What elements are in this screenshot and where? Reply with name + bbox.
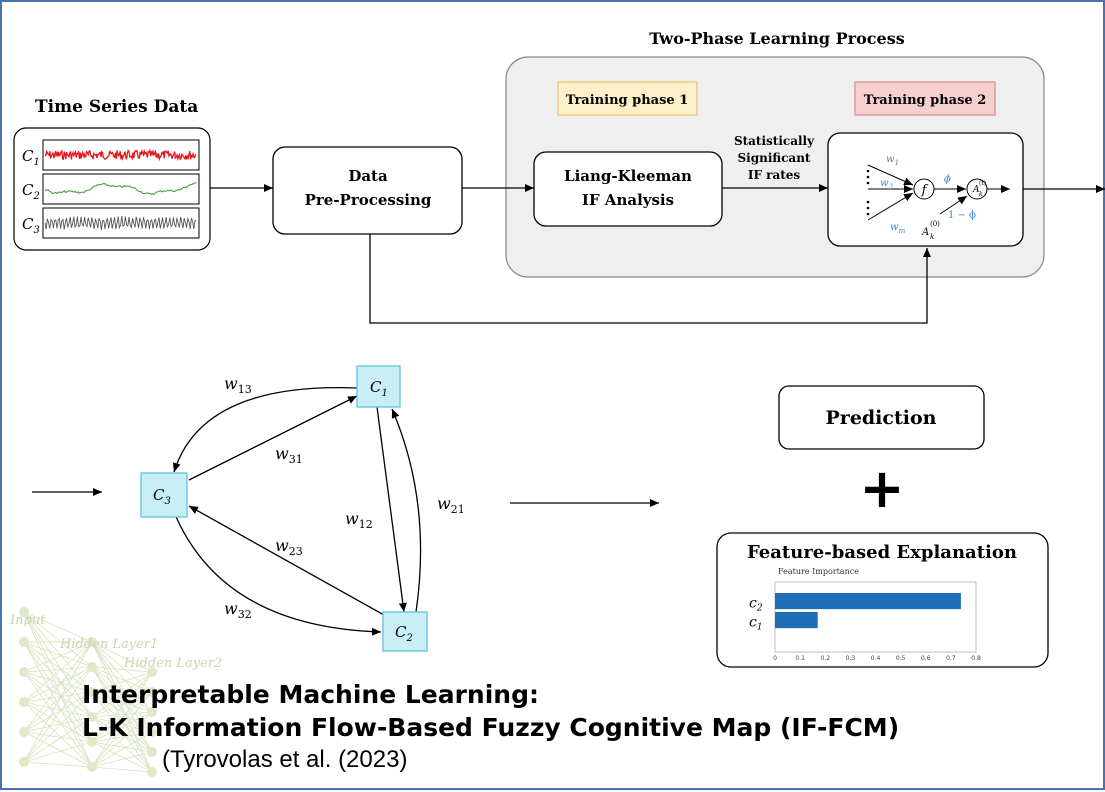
fcm-node-c3: [140, 472, 188, 518]
stat-line3: IF rates: [748, 168, 801, 182]
x-tick-label: 0.2: [820, 655, 830, 662]
activation-f: f: [921, 183, 929, 198]
preprocessing-line2: Pre-Processing: [305, 191, 432, 209]
weight-w23: w23: [275, 536, 303, 558]
edge-w21: [391, 408, 422, 613]
svg-text:w2: w2: [880, 178, 894, 191]
weight-w12: w12: [345, 509, 373, 531]
edge-w23: [188, 505, 385, 616]
phase1-badge: [557, 81, 698, 116]
series-1-signal: [44, 148, 197, 162]
series-box-2: [42, 173, 200, 205]
svg-text:C1: C1: [370, 378, 388, 399]
series-label-1: C1: [22, 147, 40, 168]
neuron-diagram: f A (t) k w1 w2 wm ϕ 1 − ϕ A (0) k: [866, 154, 1010, 241]
edge-w12: [376, 406, 407, 613]
svg-text:ϕ: ϕ: [944, 174, 951, 185]
title-line-1: Interpretable Machine Learning:: [82, 680, 539, 709]
svg-text:(t): (t): [979, 180, 986, 187]
two-phase-title: Two-Phase Learning Process: [649, 29, 904, 48]
x-tick-label: 0.7: [946, 655, 956, 662]
fcm-node-c1: [356, 365, 401, 408]
svg-text:C2: C2: [395, 623, 413, 644]
watermark-input-label: Input: [9, 613, 46, 628]
weight-w32: w32: [224, 599, 252, 621]
series-3-signal: [44, 216, 197, 231]
series-label-2: C2: [22, 181, 40, 202]
prediction-label: Prediction: [826, 407, 937, 429]
preprocessing-box: [272, 146, 463, 235]
category-label-C2: c2: [749, 595, 763, 613]
preprocessing-line1: Data: [348, 167, 388, 185]
lk-line2: IF Analysis: [582, 191, 674, 209]
weight-w31: w31: [275, 444, 303, 466]
svg-text:1 − ϕ: 1 − ϕ: [948, 210, 976, 221]
watermark-hidden1-label: Hidden Layer1: [59, 637, 158, 652]
svg-text:A: A: [972, 185, 980, 195]
category-label-C1: c1: [749, 614, 763, 632]
explanation-title: Feature-based Explanation: [747, 542, 1017, 563]
x-tick-label: 0.6: [921, 655, 931, 662]
series-label-3: C3: [22, 215, 40, 236]
time-series-title: Time Series Data: [35, 97, 198, 117]
svg-text:(0): (0): [930, 220, 940, 228]
stat-line2: Significant: [738, 151, 811, 165]
lk-line1: Liang-Kleeman: [564, 167, 692, 185]
arrow-preprocessing-feedback: [369, 234, 931, 324]
svg-text:C3: C3: [153, 486, 171, 507]
stat-line1: Statistically: [734, 134, 815, 148]
weight-w21: w21: [437, 494, 465, 516]
feature-importance-chart: Feature Importance 0 0.1 0.2 0.3 0.4 0.5 0.6 0.…: [749, 567, 981, 662]
svg-text:A: A: [921, 227, 929, 238]
lk-analysis-box: [533, 151, 723, 227]
svg-text:k: k: [979, 191, 983, 198]
phase1-label: Training phase 1: [566, 93, 689, 108]
x-tick-label: 0: [773, 655, 777, 662]
prediction-box: [778, 385, 985, 450]
edge-w13: [172, 386, 358, 473]
x-tick-label: 0.8: [971, 655, 981, 662]
svg-text:wm: wm: [890, 222, 906, 235]
bar-C1: [775, 612, 818, 629]
citation: (Tyrovolas et al. (2023): [162, 746, 408, 773]
title-line-2: L-K Information Flow-Based Fuzzy Cogniti…: [82, 713, 900, 742]
edge-w32: [173, 511, 382, 636]
fcm-node-c2: [382, 611, 428, 652]
series-2-signal: [44, 182, 197, 195]
neural-network-watermark: Input Hidden Layer1 Hidden Layer2: [9, 607, 222, 777]
x-tick-label: 0.4: [871, 655, 881, 662]
edge-w31: [188, 395, 358, 481]
phase2-label: Training phase 2: [864, 93, 987, 108]
chart-title: Feature Importance: [778, 567, 859, 576]
x-tick-label: 0.5: [896, 655, 906, 662]
x-tick-label: 0.3: [846, 655, 856, 662]
svg-text:w1: w1: [886, 154, 899, 167]
phase2-badge: [854, 81, 996, 116]
watermark-hidden2-label: Hidden Layer2: [123, 656, 222, 671]
x-tick-label: 0.1: [795, 655, 805, 662]
plus-sign: +: [859, 457, 904, 520]
svg-text:k: k: [930, 233, 934, 241]
fcm-edges: [172, 386, 422, 636]
slide-title: Interpretable Machine Learning: L-K Info…: [82, 678, 899, 744]
weight-w13: w13: [224, 374, 252, 396]
bar-C2: [775, 593, 961, 610]
